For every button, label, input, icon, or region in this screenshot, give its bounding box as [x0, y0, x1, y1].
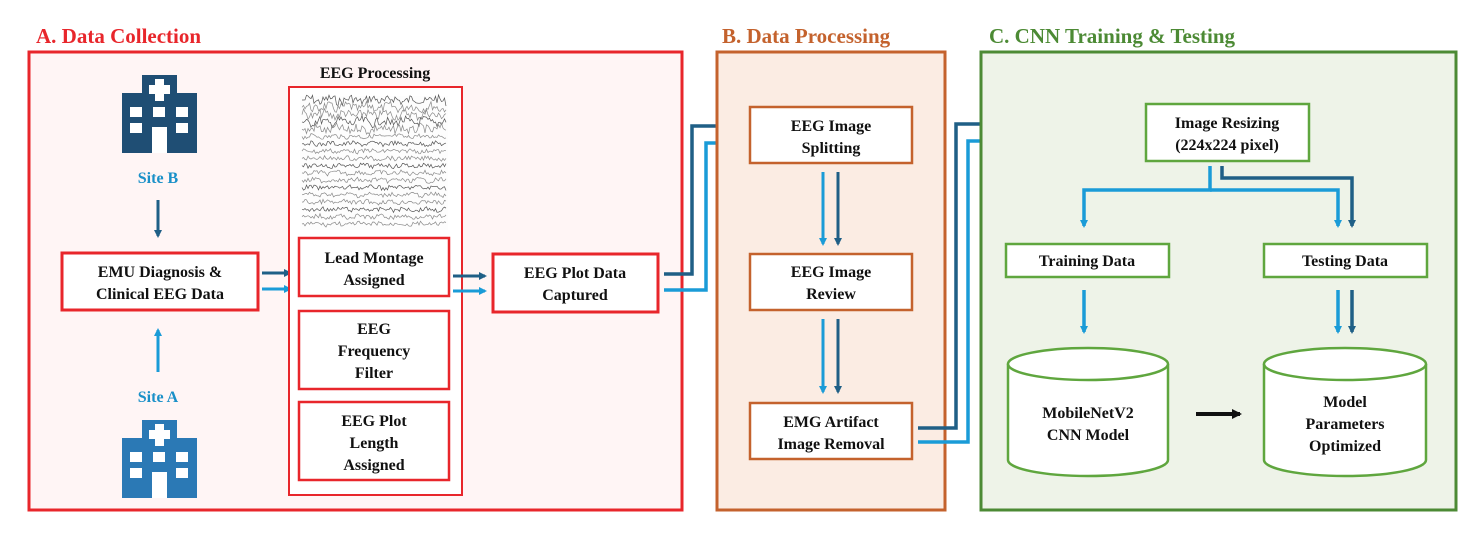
eeg-trace — [301, 184, 447, 192]
plot-data-line-1: EEG Plot Data — [524, 265, 626, 282]
plot-length-node — [297, 400, 451, 482]
training-node — [1004, 242, 1171, 279]
testing-label: Testing Data — [1302, 253, 1388, 270]
review-node — [748, 252, 914, 312]
emu-line-2: Clinical EEG Data — [96, 286, 224, 303]
emg-node — [748, 401, 914, 461]
site-b-label: Site B — [138, 170, 179, 187]
splitting-line-1: EEG Image — [791, 118, 871, 135]
frequency-filter-node — [297, 309, 451, 391]
eeg-trace — [301, 206, 447, 214]
params-cylinder — [1262, 346, 1428, 478]
splitting-line-2: Splitting — [802, 140, 861, 157]
eeg-trace — [301, 198, 447, 206]
eeg-trace — [301, 148, 447, 155]
section-a-title: A. Data Collection — [36, 24, 201, 48]
svg-text:EMU Diagnosis &Clinical EEG Da: EMU Diagnosis & Clinical EEG Data — [96, 264, 224, 303]
lead-montage-node — [297, 236, 451, 298]
frequency-filter-line-3: Filter — [355, 365, 393, 382]
hospital-icon-site-b — [122, 75, 197, 153]
arrow-resize-training — [1080, 166, 1212, 228]
site-a-label: Site A — [138, 389, 179, 406]
arrow-resize-testing-light — [1210, 188, 1342, 228]
eeg-trace — [301, 162, 447, 170]
eeg-trace — [301, 176, 447, 184]
section-c-title: C. CNN Training & Testing — [989, 24, 1236, 48]
eeg-trace — [302, 93, 447, 107]
plot-length-line-1: EEG Plot — [341, 413, 407, 430]
eeg-trace — [301, 212, 447, 221]
arrow-resize-testing-dark — [1220, 166, 1356, 228]
model-line-1: MobileNetV2 — [1042, 405, 1134, 422]
params-line-3: Optimized — [1309, 438, 1381, 455]
model-line-2: CNN Model — [1047, 427, 1130, 444]
lead-montage-line-2: Assigned — [343, 272, 404, 289]
svg-text:Image Resizing(224x224 pixel): Image Resizing (224x224 pixel) — [1175, 115, 1279, 154]
lead-montage-line-1: Lead Montage — [324, 250, 423, 267]
testing-node — [1262, 242, 1429, 279]
plot-length-line-2: Length — [350, 435, 399, 452]
resizing-line-2: (224x224 pixel) — [1175, 137, 1279, 154]
review-line-2: Review — [806, 286, 856, 303]
params-line-1: Model — [1323, 394, 1367, 411]
hospital-icon-site-a — [122, 420, 197, 498]
eeg-trace — [301, 107, 447, 122]
emu-line-1: EMU Diagnosis & — [98, 264, 222, 281]
model-cylinder — [1006, 346, 1170, 478]
eeg-trace — [301, 169, 447, 177]
plot-length-line-3: Assigned — [343, 457, 404, 474]
splitting-node — [748, 105, 914, 165]
eeg-trace — [301, 122, 447, 135]
emg-line-2: Image Removal — [777, 436, 885, 453]
eeg-trace — [301, 140, 447, 148]
eeg-trace — [301, 133, 447, 141]
plot-data-line-2: Captured — [542, 287, 608, 304]
eeg-trace — [301, 114, 447, 129]
params-line-2: Parameters — [1305, 416, 1384, 433]
frequency-filter-line-1: EEG — [357, 321, 391, 338]
review-line-1: EEG Image — [791, 264, 871, 281]
eeg-trace — [301, 154, 447, 162]
emg-line-1: EMG Artifact — [783, 414, 879, 431]
eeg-trace — [301, 220, 447, 228]
resizing-node — [1144, 102, 1311, 163]
plot-data-node — [491, 252, 660, 314]
eeg-trace — [301, 191, 447, 199]
resizing-line-1: Image Resizing — [1175, 115, 1279, 132]
frequency-filter-line-2: Frequency — [338, 343, 411, 360]
eeg-waveform-image — [300, 93, 448, 230]
training-label: Training Data — [1039, 253, 1135, 270]
emu-node — [60, 251, 260, 312]
eeg-trace — [301, 100, 447, 114]
eeg-processing-title: EEG Processing — [320, 65, 430, 82]
section-b-title: B. Data Processing — [722, 24, 891, 48]
